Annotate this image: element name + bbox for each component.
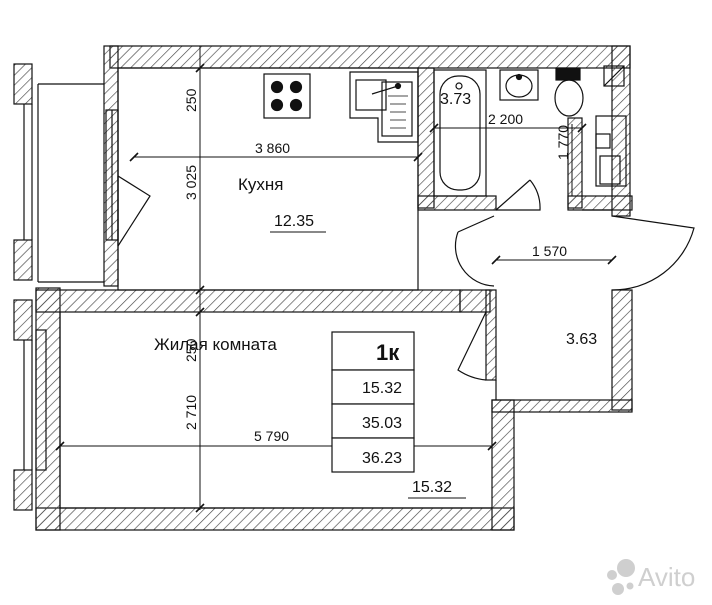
dimension-ticks — [55, 63, 617, 513]
washbasin — [499, 69, 539, 101]
balcony-area-label: 15.32 — [412, 479, 452, 496]
bathroom-area: 3.73 — [440, 91, 471, 108]
info-row-1: 15.32 — [362, 380, 402, 397]
living-room-label: Жилая комната — [154, 335, 277, 354]
info-row-3: 36.23 — [362, 450, 402, 467]
info-row-2: 35.03 — [362, 415, 402, 432]
dim-bath-width: 2 200 — [488, 111, 523, 127]
dim-top-left-height: 250 — [183, 88, 199, 112]
bathtub — [433, 69, 487, 197]
dim-living-width: 5 790 — [254, 428, 289, 444]
dim-hall-width: 1 570 — [532, 243, 567, 259]
hall-area: 3.63 — [566, 331, 597, 348]
dim-kitchen-height: 3 025 — [183, 165, 199, 200]
dimension-lines — [60, 46, 612, 510]
balcony — [13, 63, 151, 511]
dim-mid-height: 250 — [183, 338, 199, 362]
ventilation-shafts — [595, 65, 627, 187]
dim-bath-height: 1 770 — [555, 125, 571, 160]
toilet — [554, 67, 584, 117]
kitchen-sink — [349, 71, 419, 143]
avito-watermark: Avito — [607, 559, 695, 595]
info-table — [331, 331, 415, 473]
dim-kitchen-width: 3 860 — [255, 140, 290, 156]
kitchen-label: Кухня — [238, 175, 284, 194]
watermark-text: Avito — [638, 562, 695, 592]
kitchen-area: 12.35 — [274, 213, 314, 230]
walls — [35, 45, 633, 531]
dim-living-height: 2 710 — [183, 395, 199, 430]
doors — [454, 179, 695, 381]
apartment-type: 1к — [376, 340, 400, 365]
stove — [263, 73, 311, 119]
